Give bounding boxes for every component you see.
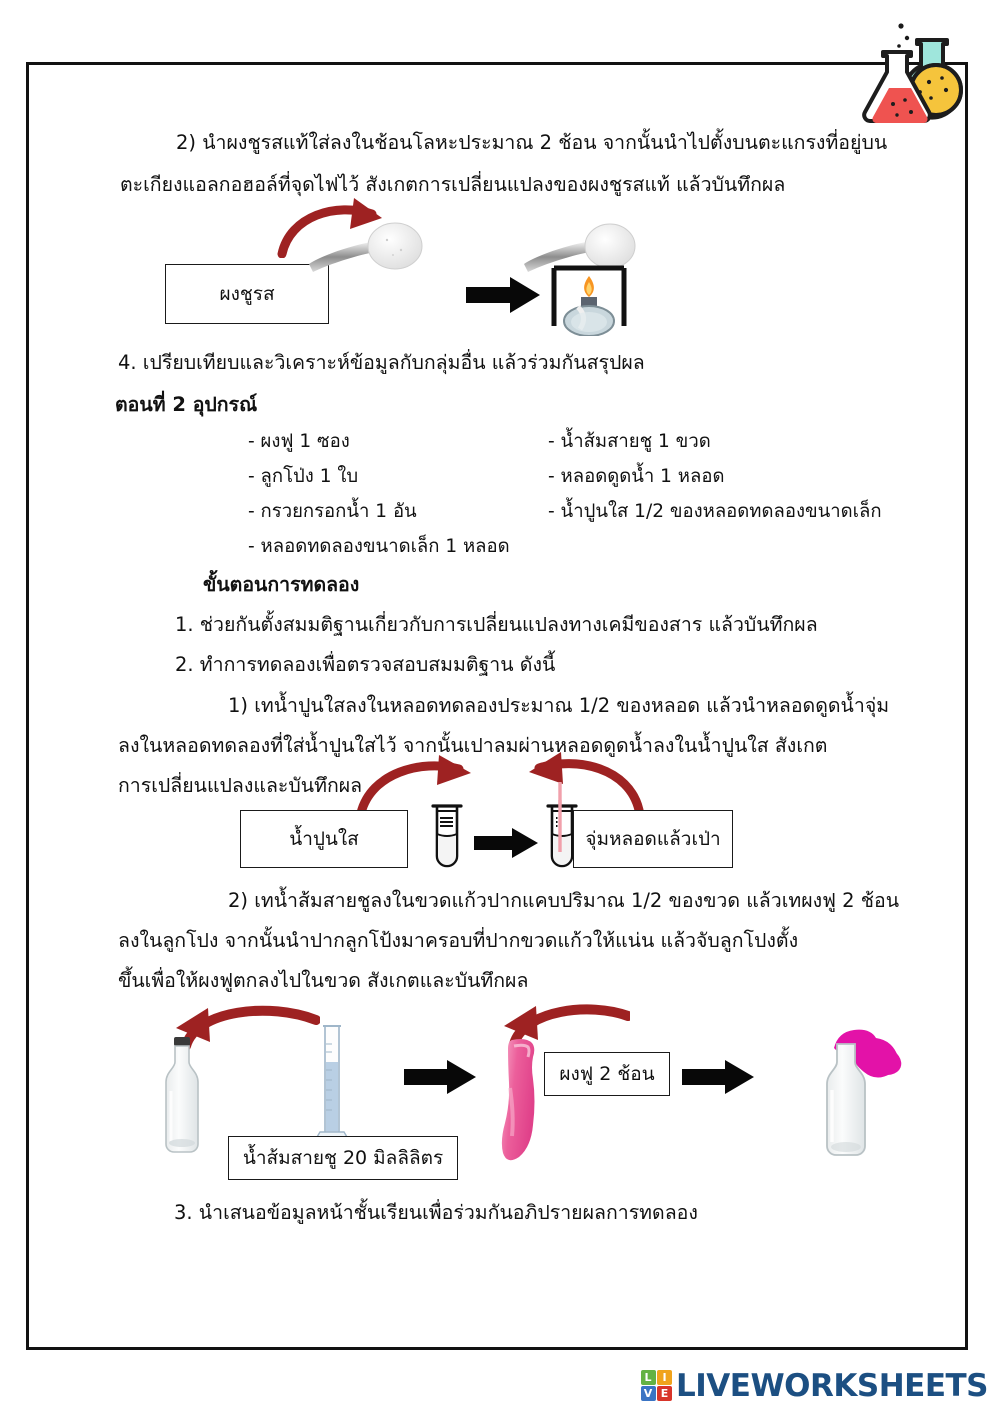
black-right-arrow-icon xyxy=(466,277,540,313)
graduated-cylinder-icon xyxy=(312,1022,352,1152)
substep1-line2: ลงในหลอดทดลองที่ใส่น้ำปูนใสไว้ จากนั้นเป… xyxy=(118,734,828,757)
liveworksheets-wordmark: LIVEWORKSHEETS xyxy=(676,1367,989,1404)
procedure-item-1: 1. ช่วยกันตั้งสมมติฐานเกี่ยวกับการเปลี่ย… xyxy=(175,613,818,636)
substep1-line3: การเปลี่ยนแปลงและบันทึกผล xyxy=(118,774,363,797)
footer: L I V E LIVEWORKSHEETS xyxy=(0,1358,1000,1413)
logo-letter-i: I xyxy=(657,1369,672,1385)
step2-line1: 2) นำผงชูรสแท้ใส่ลงในช้อนโลหะประมาณ 2 ช้… xyxy=(176,131,888,154)
black-right-arrow-icon-2 xyxy=(474,828,538,858)
red-curved-arrow-icon-4 xyxy=(170,1002,321,1064)
alcohol-burner-with-flame-icon xyxy=(548,264,630,337)
substep2-line1: 2) เทน้ำส้มสายชูลงในขวดแก้วปากแคบปริมาณ … xyxy=(228,889,900,912)
substep1-line1: 1) เทน้ำปูนใสลงในหลอดทดลองประมาณ 1/2 ของ… xyxy=(228,694,890,717)
red-curved-arrow-icon-5 xyxy=(500,1002,633,1060)
diagram3-label-box-balloon: ผงฟู 2 ช้อน xyxy=(544,1052,670,1096)
live-blocks-icon: L I V E xyxy=(640,1369,672,1402)
logo-letter-v: V xyxy=(640,1386,656,1402)
metal-spoon-with-powder-icon xyxy=(305,222,425,284)
red-curved-arrow-icon-3 xyxy=(515,752,645,815)
test-tube-icon xyxy=(428,800,466,876)
diagram2-label-box-right: จุ่มหลอดแล้วเป่า xyxy=(573,810,733,868)
part2-heading: ตอนที่ 2 อุปกรณ์ xyxy=(115,393,258,416)
logo-letter-e: E xyxy=(657,1386,672,1402)
substep2-line2: ลงในลูกโปง จากนั้นนำปากลูกโป้งมาครอบที่ป… xyxy=(118,929,799,952)
equipment-left-1: - ลูกโป่ง 1 ใบ xyxy=(248,466,359,487)
glass-bottle-icon xyxy=(158,1035,206,1153)
equipment-left-2: - กรวยกรอกน้ำ 1 อัน xyxy=(248,501,417,522)
diagram2-label-box-left: น้ำปูนใส xyxy=(240,810,408,868)
procedure-item-3: 3. นำเสนอข้อมูลหน้าชั้นเรียนเพื่อร่วมกัน… xyxy=(174,1201,698,1224)
black-right-arrow-icon-3 xyxy=(404,1060,476,1094)
logo-letter-l: L xyxy=(640,1369,656,1385)
procedure-item-2: 2. ทำการทดลองเพื่อตรวจสอบสมมติฐาน ดังนี้ xyxy=(175,653,556,676)
procedure-heading: ขั้นตอนการทดลอง xyxy=(203,573,360,596)
red-curved-arrow-icon-2 xyxy=(355,755,485,818)
substep2-line3: ขึ้นเพื่อให้ผงฟูตกลงไปในขวด สังเกตและบัน… xyxy=(118,969,529,992)
equipment-right-2: - น้ำปูนใส 1/2 ของหลอดทดลองขนาดเล็ก xyxy=(548,501,882,522)
red-curved-arrow-icon xyxy=(276,196,396,259)
bottle-with-balloon-icon xyxy=(810,1016,916,1158)
equipment-right-0: - น้ำส้มสายชู 1 ขวด xyxy=(548,431,711,452)
black-right-arrow-icon-4 xyxy=(682,1060,754,1094)
liveworksheets-logo[interactable]: L I V E LIVEWORKSHEETS xyxy=(640,1367,989,1404)
pink-balloon-icon xyxy=(494,1036,550,1164)
equipment-left-0: - ผงฟู 1 ซอง xyxy=(248,431,350,452)
test-tube-with-straw-icon xyxy=(543,782,581,880)
chemistry-flasks-icon xyxy=(845,12,975,124)
diagram3-label-box-cylinder: น้ำส้มสายชู 20 มิลลิลิตร xyxy=(228,1136,458,1180)
equipment-right-1: - หลอดดูดน้ำ 1 หลอด xyxy=(548,466,725,487)
step4-line: 4. เปรียบเทียบและวิเคราะห์ข้อมูลกับกลุ่ม… xyxy=(118,351,645,374)
diagram1-label-box: ผงชูรส xyxy=(165,264,329,324)
equipment-left-3: - หลอดทดลองขนาดเล็ก 1 หลอด xyxy=(248,536,510,557)
step2-line2: ตะเกียงแอลกอฮอล์ที่จุดไฟไว้ สังเกตการเปล… xyxy=(120,173,786,196)
